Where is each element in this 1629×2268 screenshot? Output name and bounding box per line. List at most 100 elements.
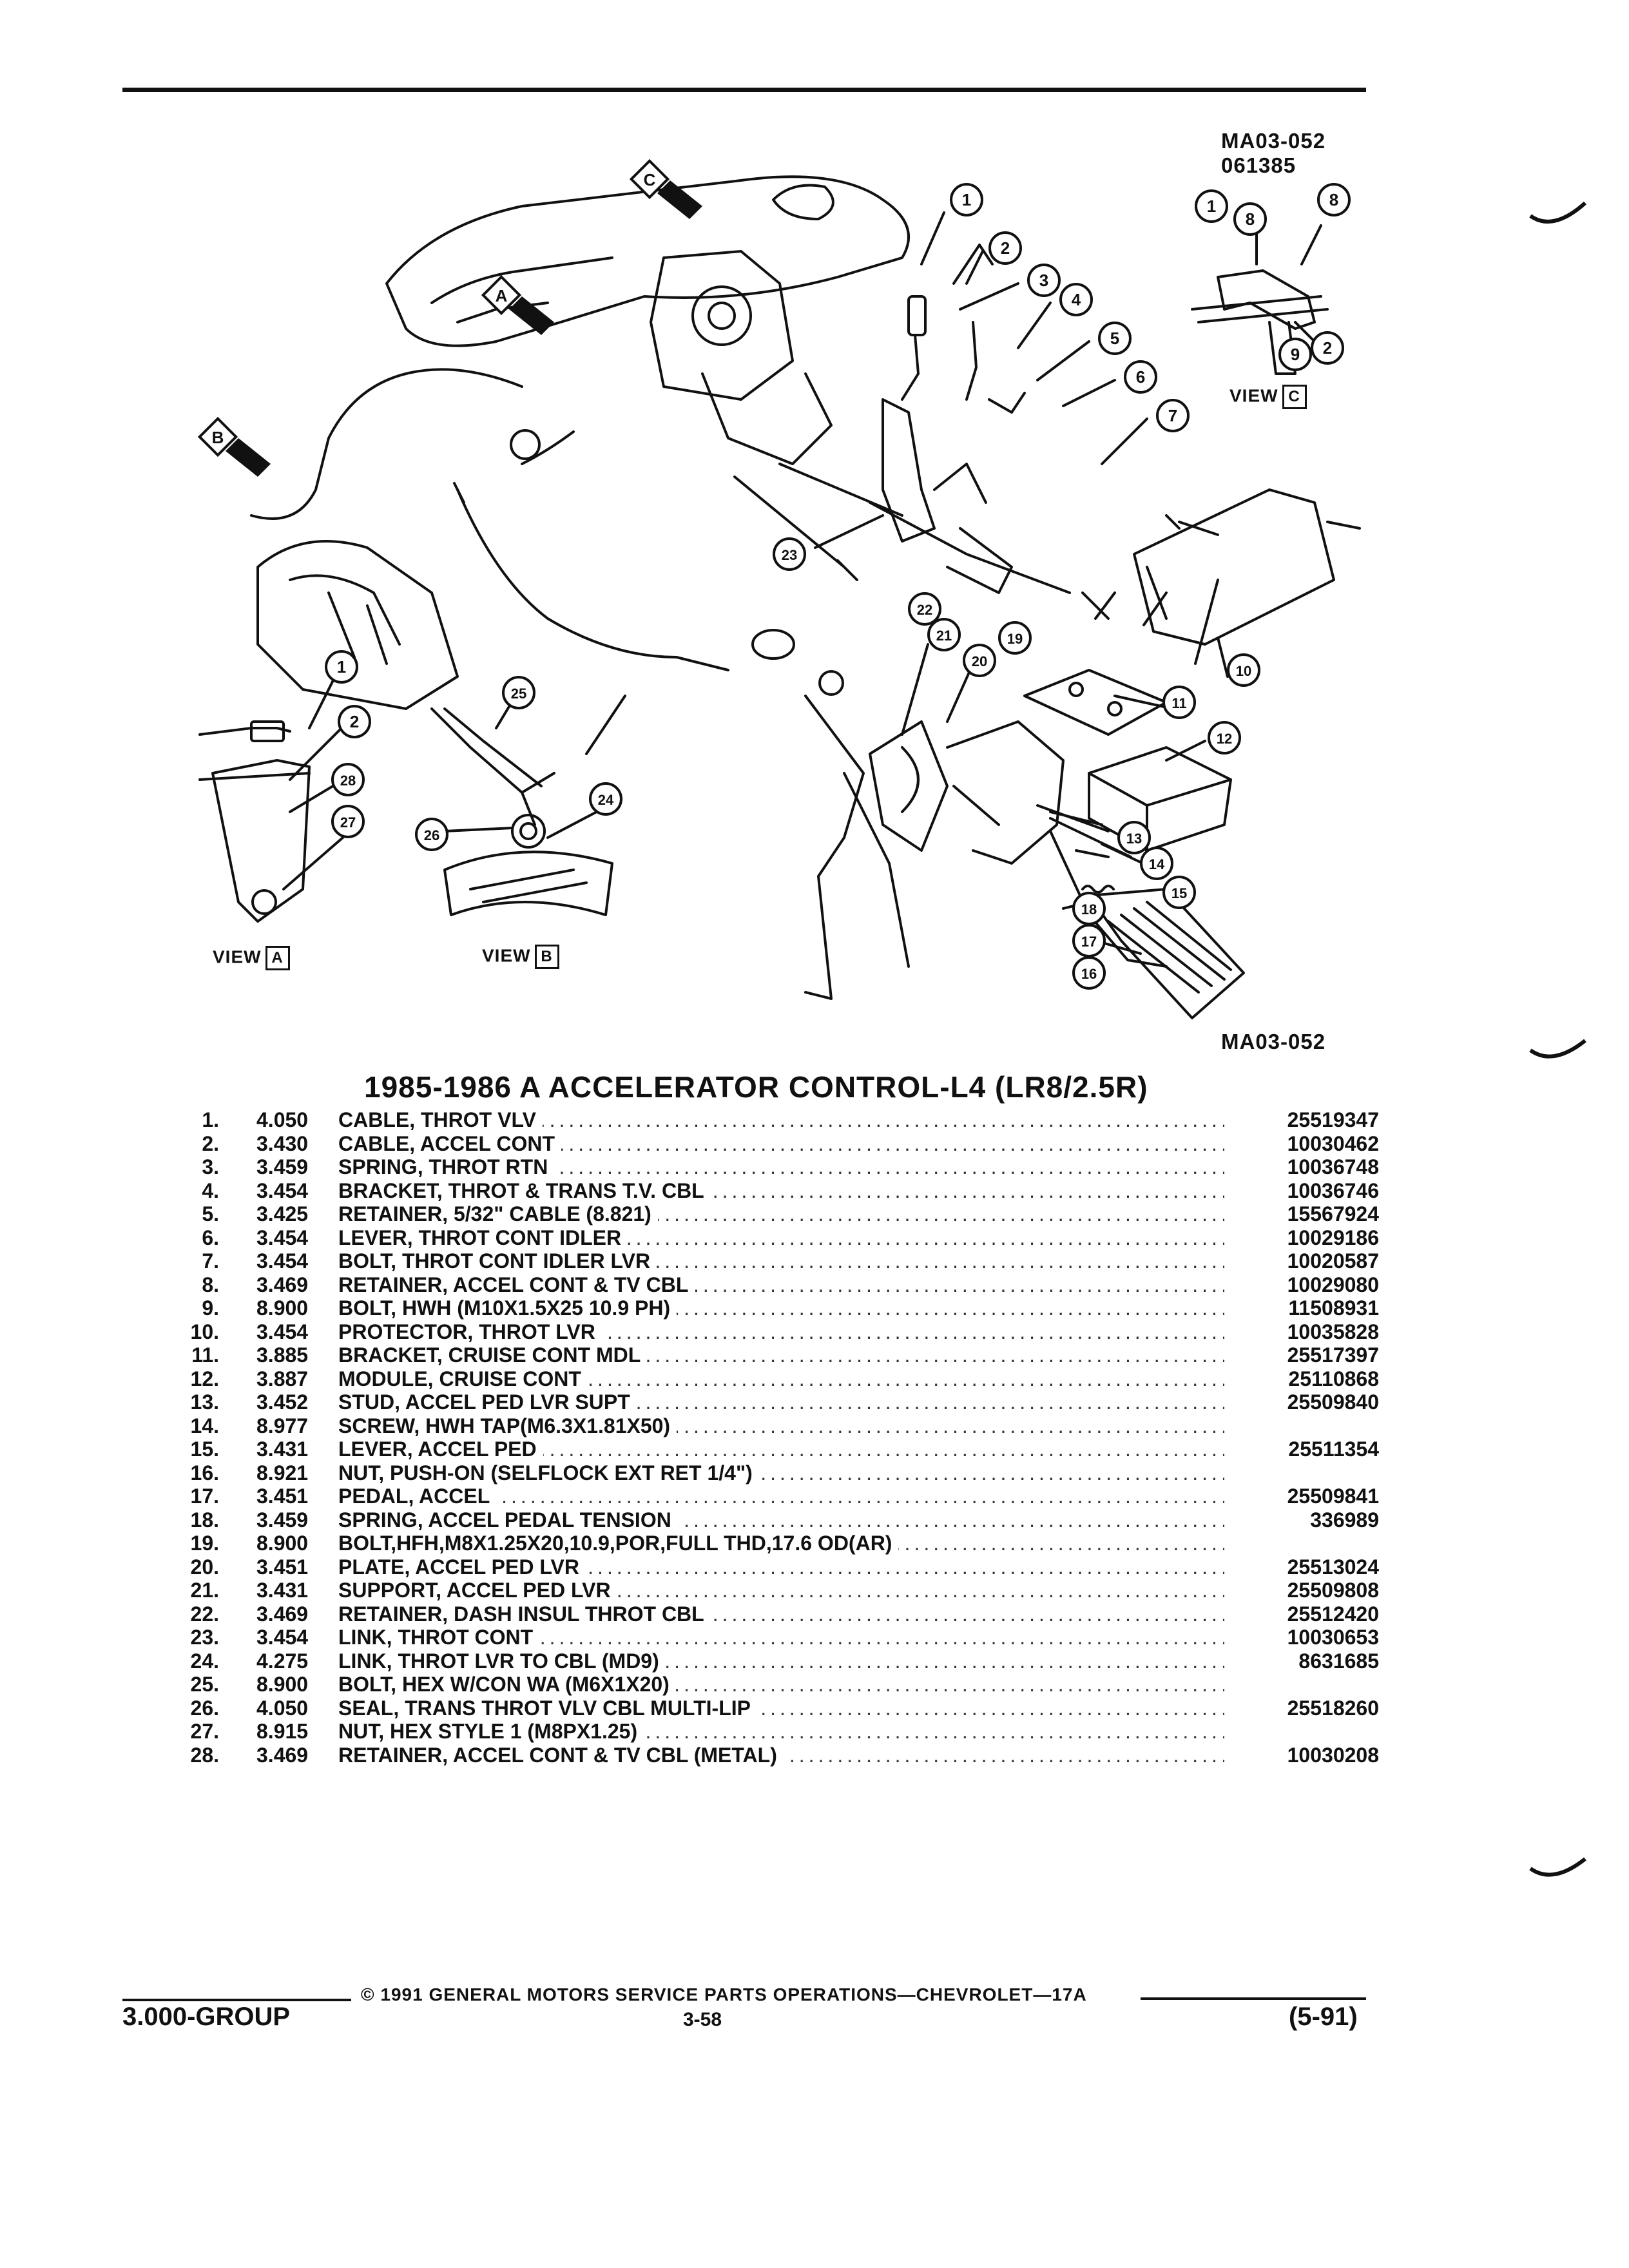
callout-28: 28 [331, 763, 365, 796]
item-number: 1. [202, 1108, 219, 1131]
part-name: BOLT [338, 1249, 391, 1273]
part-number: 10030653 [1287, 1626, 1379, 1649]
part-detail: , 5/32" CABLE (8.821) [442, 1202, 651, 1225]
callout-number: 17 [1081, 934, 1097, 950]
part-name: STUD [338, 1390, 395, 1414]
part-detail: , THROT CONT [386, 1626, 534, 1649]
callout-number: 19 [1007, 631, 1023, 647]
group-number: 3.454 [256, 1178, 309, 1202]
parts-row: 16.8.921................................… [174, 1461, 1379, 1485]
callout-1: 1 [325, 650, 358, 684]
binder-mark-2 [1529, 1039, 1586, 1059]
parts-row: 14.8.977................................… [174, 1414, 1379, 1438]
part-detail: , DASH INSUL THROT CBL [442, 1602, 704, 1626]
part-description: ........................................… [338, 1343, 1224, 1367]
callout-number: 4 [1072, 290, 1081, 309]
parts-row: 18.3.459................................… [174, 1508, 1379, 1532]
part-number: 10035828 [1287, 1320, 1379, 1343]
item-number: 3. [202, 1155, 219, 1178]
part-description: ........................................… [338, 1155, 1224, 1178]
callout-21: 21 [927, 618, 961, 651]
callout-number: 2 [1001, 238, 1010, 258]
parts-row: 4.3.454.................................… [174, 1178, 1379, 1203]
callout-number: 8 [1246, 209, 1255, 229]
callout-2: 2 [338, 705, 371, 738]
item-number: 14. [190, 1414, 219, 1437]
part-number: 25517397 [1287, 1343, 1379, 1367]
part-name: PROTECTOR [338, 1320, 468, 1343]
parts-row: 7. 3.454.................................… [174, 1249, 1379, 1273]
group-number: 3.454 [256, 1225, 309, 1249]
item-number: 7. [202, 1249, 219, 1273]
binder-mark-3 [1529, 1857, 1586, 1877]
part-description: ........................................… [338, 1108, 1224, 1131]
callout-18: 18 [1072, 892, 1106, 925]
part-detail: , HWH (M10X1.5X25 10.9 PH) [390, 1296, 671, 1320]
part-detail: , ACCEL PED LVR [436, 1579, 611, 1602]
diagram-date-code: 061385 [1221, 153, 1296, 177]
part-name: BOLT [338, 1296, 391, 1320]
part-description: ........................................… [338, 1696, 1224, 1720]
callout-number: 18 [1081, 901, 1097, 918]
parts-row: 22.3.469................................… [174, 1602, 1379, 1626]
part-name: RETAINER [338, 1743, 443, 1767]
parts-row: 6.3.454.................................… [174, 1225, 1379, 1250]
group-number: 8.900 [256, 1673, 309, 1696]
part-name: LEVER [338, 1437, 407, 1461]
part-description: ........................................… [338, 1131, 1224, 1155]
callout-10: 10 [1227, 653, 1260, 687]
parts-row: 17.3.451................................… [174, 1485, 1379, 1508]
callout-number: 5 [1110, 329, 1119, 348]
part-number: 25509808 [1287, 1579, 1379, 1602]
group-number: 3.885 [256, 1343, 309, 1367]
part-number: 10029186 [1287, 1225, 1379, 1249]
parts-row: 3.3.459.................................… [174, 1155, 1379, 1179]
item-number: 22. [190, 1602, 219, 1626]
part-detail: , PUSH-ON (SELFLOCK EXT RET 1/4") [378, 1461, 753, 1485]
callout-27: 27 [331, 805, 365, 838]
parts-row: 24.4.275................................… [174, 1649, 1379, 1673]
group-number: 8.977 [256, 1414, 309, 1437]
callout-number: 7 [1168, 406, 1177, 425]
part-detail: , ACCEL CONT & TV CBL (METAL) [442, 1743, 777, 1767]
callout-19: 19 [998, 621, 1032, 655]
callout-13: 13 [1117, 821, 1151, 854]
part-name: BOLT [338, 1532, 391, 1555]
part-name: NUT [338, 1461, 379, 1485]
item-number: 21. [190, 1579, 219, 1602]
footer-rule-left [122, 1999, 351, 2001]
part-detail: , HWH TAP(M6.3X1.81X50) [414, 1414, 671, 1437]
callout-16: 16 [1072, 956, 1106, 990]
callout-number: 23 [782, 547, 797, 563]
callout-11: 11 [1162, 686, 1196, 719]
callout-2: 2 [1311, 331, 1344, 365]
part-description: ........................................… [338, 1437, 1224, 1461]
item-number: 12. [190, 1367, 219, 1390]
parts-row: 9.8.900.................................… [174, 1296, 1379, 1320]
part-detail: , TRANS THROT VLV CBL MULTI-LIP [393, 1696, 751, 1720]
part-description: ........................................… [338, 1602, 1224, 1626]
part-description: ........................................… [338, 1249, 1224, 1273]
part-name: SUPPORT [338, 1579, 436, 1602]
parts-row: 12.3.887................................… [174, 1367, 1379, 1391]
group-number: 4.050 [256, 1696, 309, 1720]
item-number: 20. [190, 1555, 219, 1579]
part-name: SPRING [338, 1155, 418, 1178]
part-description: ........................................… [338, 1649, 1224, 1673]
parts-row: 8.3.469.................................… [174, 1273, 1379, 1297]
callout-1: 1 [950, 183, 983, 216]
group-number: 3.454 [256, 1249, 309, 1273]
item-number: 10. [190, 1320, 219, 1343]
header-rule [122, 88, 1366, 92]
group-number: 3.430 [256, 1131, 309, 1155]
group-number: 3.425 [256, 1202, 309, 1225]
part-name: BRACKET [338, 1178, 437, 1202]
part-description: ........................................… [338, 1508, 1224, 1532]
callout-number: 1 [962, 190, 971, 209]
parts-row: 11.3.885................................… [174, 1343, 1379, 1367]
part-detail: , ACCEL CONT & TV CBL [442, 1273, 689, 1296]
callout-group: 1234567891011121314151617181920212223242… [325, 183, 1351, 990]
part-number: 8631685 [1298, 1649, 1379, 1673]
parts-row: 21.3.431................................… [174, 1579, 1379, 1602]
